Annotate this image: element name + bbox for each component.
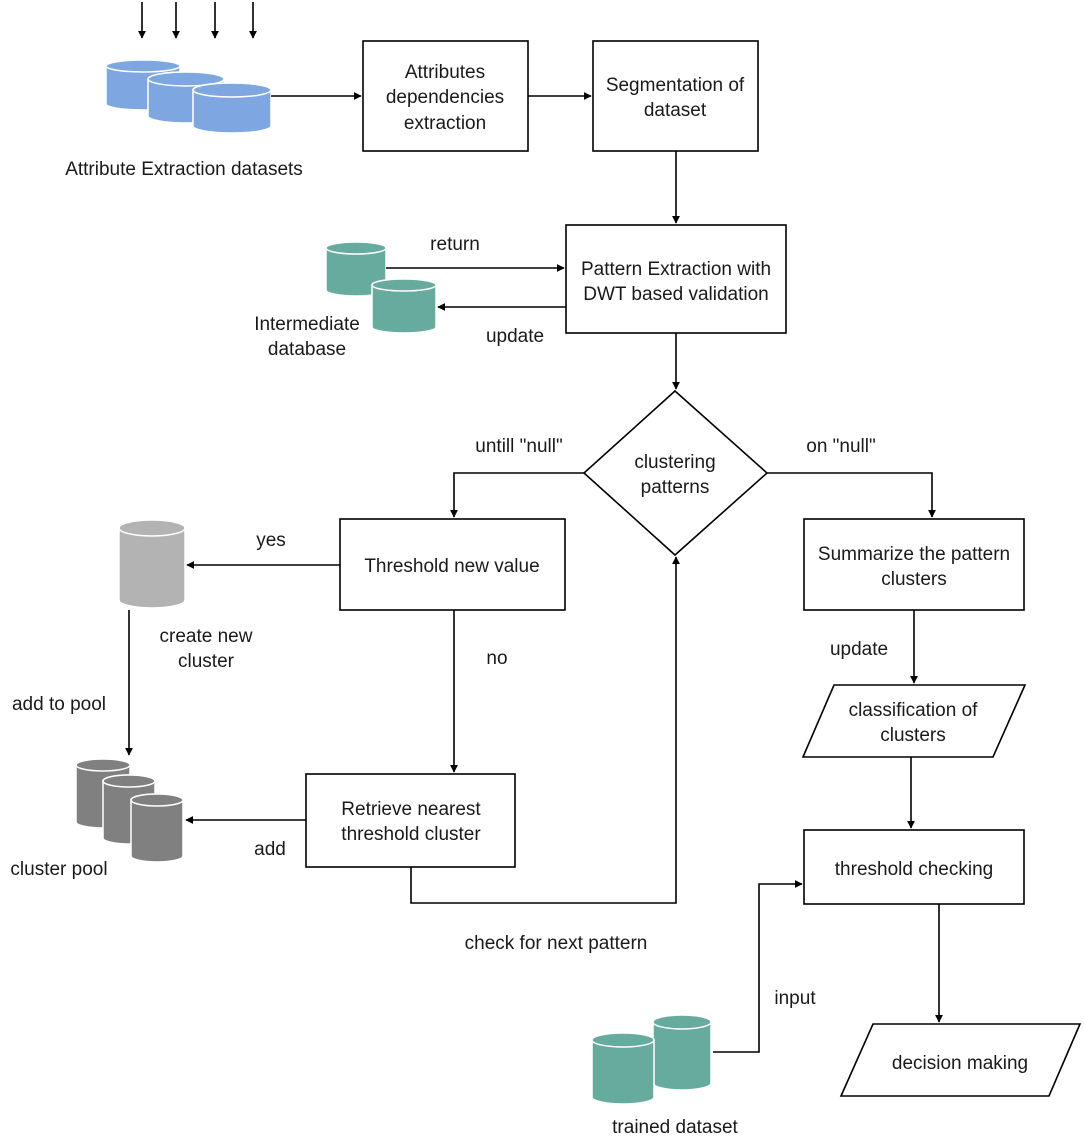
intermediate-label-2: database bbox=[268, 339, 346, 360]
svg-text:DWT based validation: DWT based validation bbox=[583, 284, 769, 305]
check-next-label: check for next pattern bbox=[465, 933, 648, 954]
cluster-pool-db-icon bbox=[75, 758, 184, 863]
svg-text:dependencies: dependencies bbox=[386, 87, 504, 108]
db-cylinder bbox=[192, 82, 272, 134]
segmentation-node: Segmentation of dataset bbox=[592, 40, 759, 152]
svg-text:threshold checking: threshold checking bbox=[835, 859, 993, 880]
svg-text:Retrieve nearest: Retrieve nearest bbox=[341, 799, 481, 820]
svg-text:clusters: clusters bbox=[881, 569, 946, 590]
db-cylinder bbox=[118, 519, 186, 609]
svg-text:Pattern Extraction with: Pattern Extraction with bbox=[581, 259, 771, 280]
until-null-label: untill "null" bbox=[475, 436, 562, 457]
trained-label: trained dataset bbox=[612, 1117, 738, 1137]
svg-text:Attributes: Attributes bbox=[405, 62, 485, 83]
classification-node: classification of clusters bbox=[801, 684, 1027, 758]
cluster-pool-label: cluster pool bbox=[10, 859, 107, 880]
db-cylinder bbox=[130, 793, 184, 863]
retrieve-node: Retrieve nearest threshold cluster bbox=[305, 773, 516, 868]
intermediate-db-icon bbox=[325, 241, 437, 334]
db-cylinder bbox=[591, 1032, 655, 1105]
svg-text:clustering: clustering bbox=[634, 452, 715, 473]
svg-text:Threshold new value: Threshold new value bbox=[364, 556, 539, 577]
new-cluster-label-1: create new bbox=[160, 626, 253, 647]
svg-text:patterns: patterns bbox=[641, 477, 710, 498]
attribute-extraction-db-icon bbox=[105, 59, 272, 134]
update-summary-label: update bbox=[830, 639, 888, 660]
yes-label: yes bbox=[256, 530, 286, 551]
svg-text:extraction: extraction bbox=[404, 113, 486, 134]
svg-text:threshold cluster: threshold cluster bbox=[341, 824, 481, 845]
pattern-extraction-node: Pattern Extraction with DWT based valida… bbox=[565, 224, 787, 334]
summarize-node: Summarize the pattern clusters bbox=[803, 518, 1025, 611]
svg-text:decision making: decision making bbox=[892, 1053, 1028, 1074]
threshold-new-node: Threshold new value bbox=[339, 518, 566, 611]
svg-text:Segmentation of: Segmentation of bbox=[606, 75, 745, 96]
db-cylinder bbox=[371, 278, 437, 334]
trained-db-icon bbox=[591, 1014, 712, 1105]
attribute-extraction-label: Attribute Extraction datasets bbox=[65, 159, 303, 180]
svg-text:clusters: clusters bbox=[880, 725, 945, 746]
svg-text:Summarize the pattern: Summarize the pattern bbox=[818, 544, 1010, 565]
update-db-label: update bbox=[486, 326, 544, 347]
decision-node: decision making bbox=[839, 1023, 1082, 1097]
input-arrows bbox=[138, 2, 257, 39]
no-label: no bbox=[486, 648, 507, 669]
input-label: input bbox=[774, 988, 816, 1009]
return-label: return bbox=[430, 234, 480, 255]
attributes-node: Attributes dependencies extraction bbox=[362, 40, 529, 152]
add-to-pool-label: add to pool bbox=[12, 694, 106, 715]
svg-text:dataset: dataset bbox=[644, 100, 707, 121]
db-cylinder bbox=[652, 1014, 712, 1091]
intermediate-label-1: Intermediate bbox=[254, 314, 360, 335]
on-null-label: on "null" bbox=[806, 436, 875, 457]
connectors bbox=[125, 92, 943, 1053]
svg-text:classification of: classification of bbox=[849, 700, 979, 721]
new-cluster-label-2: cluster bbox=[178, 651, 235, 672]
clustering-decision: clustering patterns bbox=[582, 389, 769, 557]
threshold-check-node: threshold checking bbox=[803, 829, 1025, 905]
add-label: add bbox=[254, 839, 286, 860]
new-cluster-db-icon bbox=[118, 519, 186, 609]
